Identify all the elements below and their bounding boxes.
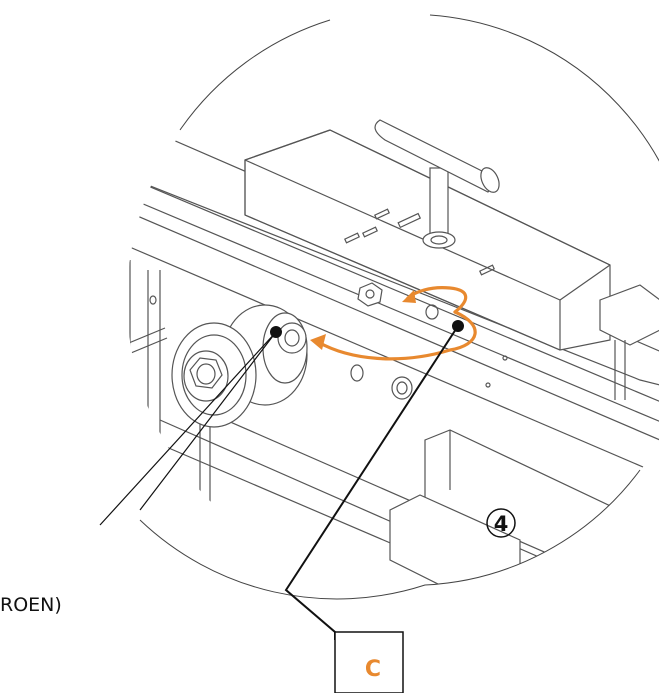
rotation-arrow bbox=[310, 286, 477, 361]
detail-circle-outline bbox=[139, 14, 659, 600]
right-clip bbox=[599, 284, 659, 400]
leader-dot-c bbox=[452, 320, 464, 332]
detail-view bbox=[127, 119, 659, 585]
part-number-label: 4 bbox=[494, 512, 509, 536]
t-handle bbox=[374, 119, 500, 249]
part-callout-4: 4 bbox=[486, 508, 516, 538]
bracket-nut bbox=[357, 282, 383, 307]
detail-callout-box bbox=[334, 631, 404, 693]
detail-callout-c: C bbox=[334, 631, 404, 693]
part-note-label: ROEN) bbox=[0, 594, 62, 616]
pulley bbox=[171, 304, 308, 428]
rod bbox=[127, 327, 168, 366]
leader-dot-4 bbox=[270, 326, 282, 338]
part-callout-circle bbox=[486, 508, 516, 538]
detail-letter-label: C bbox=[365, 657, 381, 682]
leader-line-4b bbox=[139, 331, 277, 511]
leader-line-4 bbox=[99, 331, 277, 526]
holes bbox=[149, 295, 508, 400]
